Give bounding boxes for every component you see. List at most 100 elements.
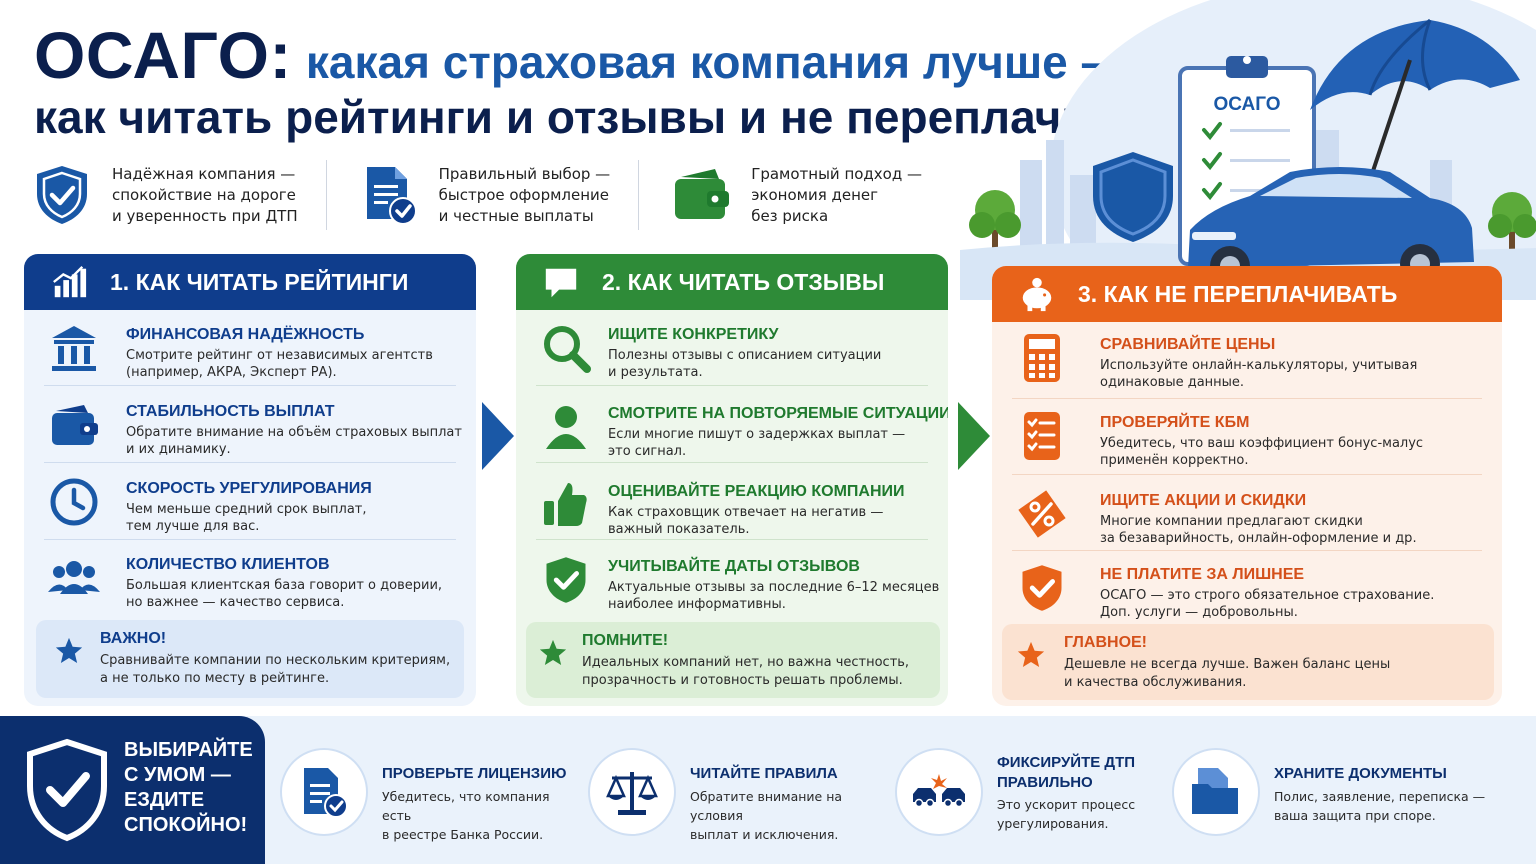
list-item: КОЛИЧЕСТВО КЛИЕНТОВ Большая клиентская б…	[24, 544, 476, 622]
note-text: Сравнивайте компании по нескольким крите…	[100, 653, 451, 686]
scales-icon	[606, 772, 658, 815]
section-title: 2. КАК ЧИТАТЬ ОТЗЫВЫ	[602, 268, 885, 295]
section-header: 2. КАК ЧИТАТЬ ОТЗЫВЫ	[516, 254, 948, 310]
section-title: 3. КАК НЕ ПЕРЕПЛАЧИВАТЬ	[1078, 280, 1398, 307]
percent-tag-icon	[1018, 490, 1066, 538]
tree-icon	[1488, 192, 1536, 254]
divider	[536, 462, 928, 463]
clipboard-label: ОСАГО	[1213, 94, 1280, 115]
list-item: СМОТРИТЕ НА ПОВТОРЯЕМЫЕ СИТУАЦИИ Если мн…	[516, 393, 948, 471]
footer-icon-circle	[895, 748, 983, 836]
footer-item-license: ПРОВЕРЬТЕ ЛИЦЕНЗИЮ Убедитесь, что компан…	[280, 716, 580, 864]
divider	[536, 385, 928, 386]
item-title: СКОРОСТЬ УРЕГУЛИРОВАНИЯ	[126, 480, 372, 497]
section-header: 1. КАК ЧИТАТЬ РЕЙТИНГИ	[24, 254, 476, 310]
footer-icon-circle	[588, 748, 676, 836]
star-icon	[54, 636, 84, 666]
people-icon	[48, 561, 100, 594]
footer-item-title: ЧИТАЙТЕ ПРАВИЛА	[690, 765, 838, 782]
item-title: ПРОВЕРЯЙТЕ КБМ	[1100, 414, 1250, 431]
footer-slogan-block: ВЫБИРАЙТЕ С УМОМ — ЕЗДИТЕ СПОКОЙНО!	[0, 716, 265, 864]
item-title: КОЛИЧЕСТВО КЛИЕНТОВ	[126, 556, 330, 573]
magnifier-icon	[544, 326, 591, 373]
title-subtitle: какая страховая компания лучше –	[305, 36, 1107, 88]
benefit-text: Грамотный подход — экономия денег без ри…	[751, 164, 922, 225]
arrow-right-icon	[482, 402, 514, 470]
divider	[44, 539, 456, 540]
list-item: ФИНАНСОВАЯ НАДЁЖНОСТЬ Смотрите рейтинг о…	[24, 314, 476, 392]
item-text: Как страховщик отвечает на негатив — важ…	[608, 505, 884, 537]
tree-icon	[969, 190, 1021, 254]
star-icon	[538, 638, 568, 668]
item-text: Чем меньше средний срок выплат, тем лучш…	[126, 502, 367, 534]
item-text: Используйте онлайн-калькуляторы, учитыва…	[1100, 358, 1418, 390]
item-title: СМОТРИТЕ НА ПОВТОРЯЕМЫЕ СИТУАЦИИ	[608, 405, 948, 422]
list-item: СКОРОСТЬ УРЕГУЛИРОВАНИЯ Чем меньше средн…	[24, 468, 476, 546]
item-text: ОСАГО — это строго обязательное страхова…	[1100, 588, 1435, 620]
piggy-bank-icon	[1022, 277, 1052, 312]
footer-item-accident: ФИКСИРУЙТЕ ДТП ПРАВИЛЬНО Это ускорит про…	[895, 716, 1165, 864]
footer-item-text: Полис, заявление, переписка — ваша защит…	[1274, 789, 1486, 823]
benefit-text: Правильный выбор — быстрое оформление и …	[438, 164, 611, 225]
divider	[1012, 398, 1482, 399]
shield-check-icon	[37, 166, 87, 224]
list-item: ОЦЕНИВАЙТЕ РЕАКЦИЮ КОМПАНИИ Как страховщ…	[516, 471, 948, 549]
divider	[325, 160, 327, 230]
footer-icon-circle	[280, 748, 368, 836]
list-item: СТАБИЛЬНОСТЬ ВЫПЛАТ Обратите внимание на…	[24, 391, 476, 469]
calculator-icon	[1024, 334, 1060, 382]
bar-chart-icon	[53, 265, 87, 298]
note-important: ВАЖНО! Сравнивайте компании по нескольки…	[36, 620, 464, 698]
car-crash-icon	[913, 774, 965, 808]
item-title: ИЩИТЕ КОНКРЕТИКУ	[608, 326, 779, 343]
note-remember: ПОМНИТЕ! Идеальных компаний нет, но важн…	[526, 622, 940, 698]
list-item: УЧИТЫВАЙТЕ ДАТЫ ОТЗЫВОВ Актуальные отзыв…	[516, 546, 948, 624]
divider	[44, 462, 456, 463]
footer-item-title: ХРАНИТЕ ДОКУМЕНТЫ	[1274, 765, 1447, 782]
item-title: ИЩИТЕ АКЦИИ И СКИДКИ	[1100, 492, 1307, 509]
footer-slogan: ВЫБИРАЙТЕ С УМОМ — ЕЗДИТЕ СПОКОЙНО!	[124, 739, 253, 836]
list-item: НЕ ПЛАТИТЕ ЗА ЛИШНЕЕ ОСАГО — это строго …	[992, 554, 1502, 632]
item-text: Большая клиентская база говорит о довери…	[126, 578, 443, 610]
section-ratings: 1. КАК ЧИТАТЬ РЕЙТИНГИ ФИНАНСОВАЯ НАДЁЖН…	[24, 254, 476, 706]
item-title: СТАБИЛЬНОСТЬ ВЫПЛАТ	[126, 403, 335, 420]
item-title: УЧИТЫВАЙТЕ ДАТЫ ОТЗЫВОВ	[608, 558, 860, 575]
item-title: НЕ ПЛАТИТЕ ЗА ЛИШНЕЕ	[1100, 566, 1305, 583]
clock-icon	[50, 478, 98, 526]
star-icon	[1016, 640, 1046, 670]
section-title: 1. КАК ЧИТАТЬ РЕЙТИНГИ	[110, 268, 409, 295]
bank-icon	[52, 326, 96, 371]
footer-item-title: ФИКСИРУЙТЕ ДТП ПРАВИЛЬНО	[997, 754, 1136, 791]
checklist-icon	[1024, 412, 1060, 460]
section-savings: 3. КАК НЕ ПЕРЕПЛАЧИВАТЬ СРАВНИВАЙТЕ ЦЕНЫ…	[992, 266, 1502, 706]
item-text: Многие компании предлагают скидки за без…	[1100, 514, 1417, 546]
section-reviews: 2. КАК ЧИТАТЬ ОТЗЫВЫ ИЩИТЕ КОНКРЕТИКУ По…	[516, 254, 948, 706]
shield-check-icon	[1016, 562, 1068, 614]
divider	[1012, 550, 1482, 551]
thumbs-up-icon	[544, 483, 587, 526]
page-title: ОСАГО:какая страховая компания лучше – к…	[34, 16, 1194, 140]
item-title: ФИНАНСОВАЯ НАДЁЖНОСТЬ	[126, 326, 365, 343]
benefit-choice: Правильный выбор — быстрое оформление и …	[357, 160, 639, 230]
footer-item-documents: ХРАНИТЕ ДОКУМЕНТЫ Полис, заявление, пере…	[1172, 716, 1512, 864]
section-header: 3. КАК НЕ ПЕРЕПЛАЧИВАТЬ	[992, 266, 1502, 322]
divider	[638, 160, 640, 230]
shield-icon	[1093, 152, 1173, 242]
list-item: ПРОВЕРЯЙТЕ КБМ Убедитесь, что ваш коэффи…	[992, 402, 1502, 480]
footer-item-rules: ЧИТАЙТЕ ПРАВИЛА Обратите внимание на усл…	[588, 716, 888, 864]
benefits-row: Надёжная компания — спокойствие на дорог…	[30, 160, 950, 240]
list-item: ИЩИТЕ КОНКРЕТИКУ Полезны отзывы с описан…	[516, 314, 948, 392]
item-title: ОЦЕНИВАЙТЕ РЕАКЦИЮ КОМПАНИИ	[608, 483, 905, 500]
item-text: Если многие пишут о задержках выплат — э…	[608, 427, 906, 459]
benefit-approach: Грамотный подход — экономия денег без ри…	[669, 160, 950, 230]
license-document-icon	[304, 768, 348, 818]
person-icon	[546, 406, 586, 449]
item-text: Смотрите рейтинг от независимых агентств…	[126, 348, 433, 380]
list-item: ИЩИТЕ АКЦИИ И СКИДКИ Многие компании пре…	[992, 480, 1502, 558]
arrow-right-icon	[958, 402, 990, 470]
divider	[536, 539, 928, 540]
shield-check-icon	[540, 554, 592, 606]
wallet-icon	[675, 169, 730, 219]
note-title: ВАЖНО!	[100, 630, 167, 647]
